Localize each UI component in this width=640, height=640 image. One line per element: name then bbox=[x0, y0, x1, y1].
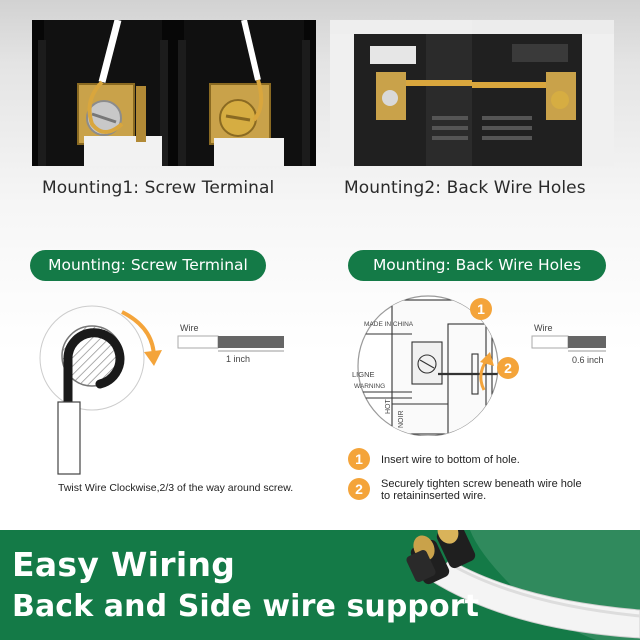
banner-headline: Easy Wiring bbox=[12, 545, 236, 584]
wire-graphic-back bbox=[531, 335, 606, 352]
length-label-back: 0.6 inch bbox=[572, 355, 604, 365]
banner-subheadline: Back and Side wire support bbox=[12, 589, 480, 624]
photo-back-wire-right bbox=[472, 20, 614, 166]
instruction-screw-terminal: Twist Wire Clockwise,2/3 of the way arou… bbox=[58, 482, 294, 494]
marker-2-badge: 2 bbox=[497, 357, 519, 379]
step-2-badge: 2 bbox=[348, 478, 370, 500]
step-1-text: Insert wire to bottom of hole. bbox=[381, 454, 520, 466]
caption-mounting2: Mounting2: Back Wire Holes bbox=[344, 178, 586, 198]
device-text-noir: NOIR bbox=[398, 410, 405, 429]
step-2-text: Securely tighten screw beneath wire hole… bbox=[381, 478, 582, 502]
step-1-badge: 1 bbox=[348, 448, 370, 470]
wire-label-screw: Wire bbox=[180, 323, 199, 333]
bottom-banner bbox=[0, 530, 640, 640]
device-text-ligne: LIGNE bbox=[352, 370, 375, 379]
screw-wrap-diagram bbox=[39, 305, 162, 475]
marker-1-badge: 1 bbox=[470, 298, 492, 320]
photo-back-wire-left bbox=[330, 20, 472, 166]
device-text-made-in-china: MADE IN CHINA bbox=[364, 321, 414, 328]
back-wire-diagram bbox=[357, 295, 499, 436]
device-text-warning: WARNING bbox=[354, 383, 386, 390]
section-title-screw-terminal: Mounting: Screw Terminal bbox=[30, 250, 266, 281]
photo-screw-terminal-silver bbox=[32, 20, 174, 166]
section-title-back-wire-holes: Mounting: Back Wire Holes bbox=[348, 250, 606, 281]
wire-label-back: Wire bbox=[534, 323, 553, 333]
device-text-hot: HOT bbox=[385, 399, 392, 414]
caption-mounting1: Mounting1: Screw Terminal bbox=[42, 178, 275, 198]
length-label-screw: 1 inch bbox=[226, 354, 251, 364]
photo-screw-terminal-brass bbox=[174, 20, 316, 166]
wire-graphic-screw bbox=[177, 335, 284, 352]
